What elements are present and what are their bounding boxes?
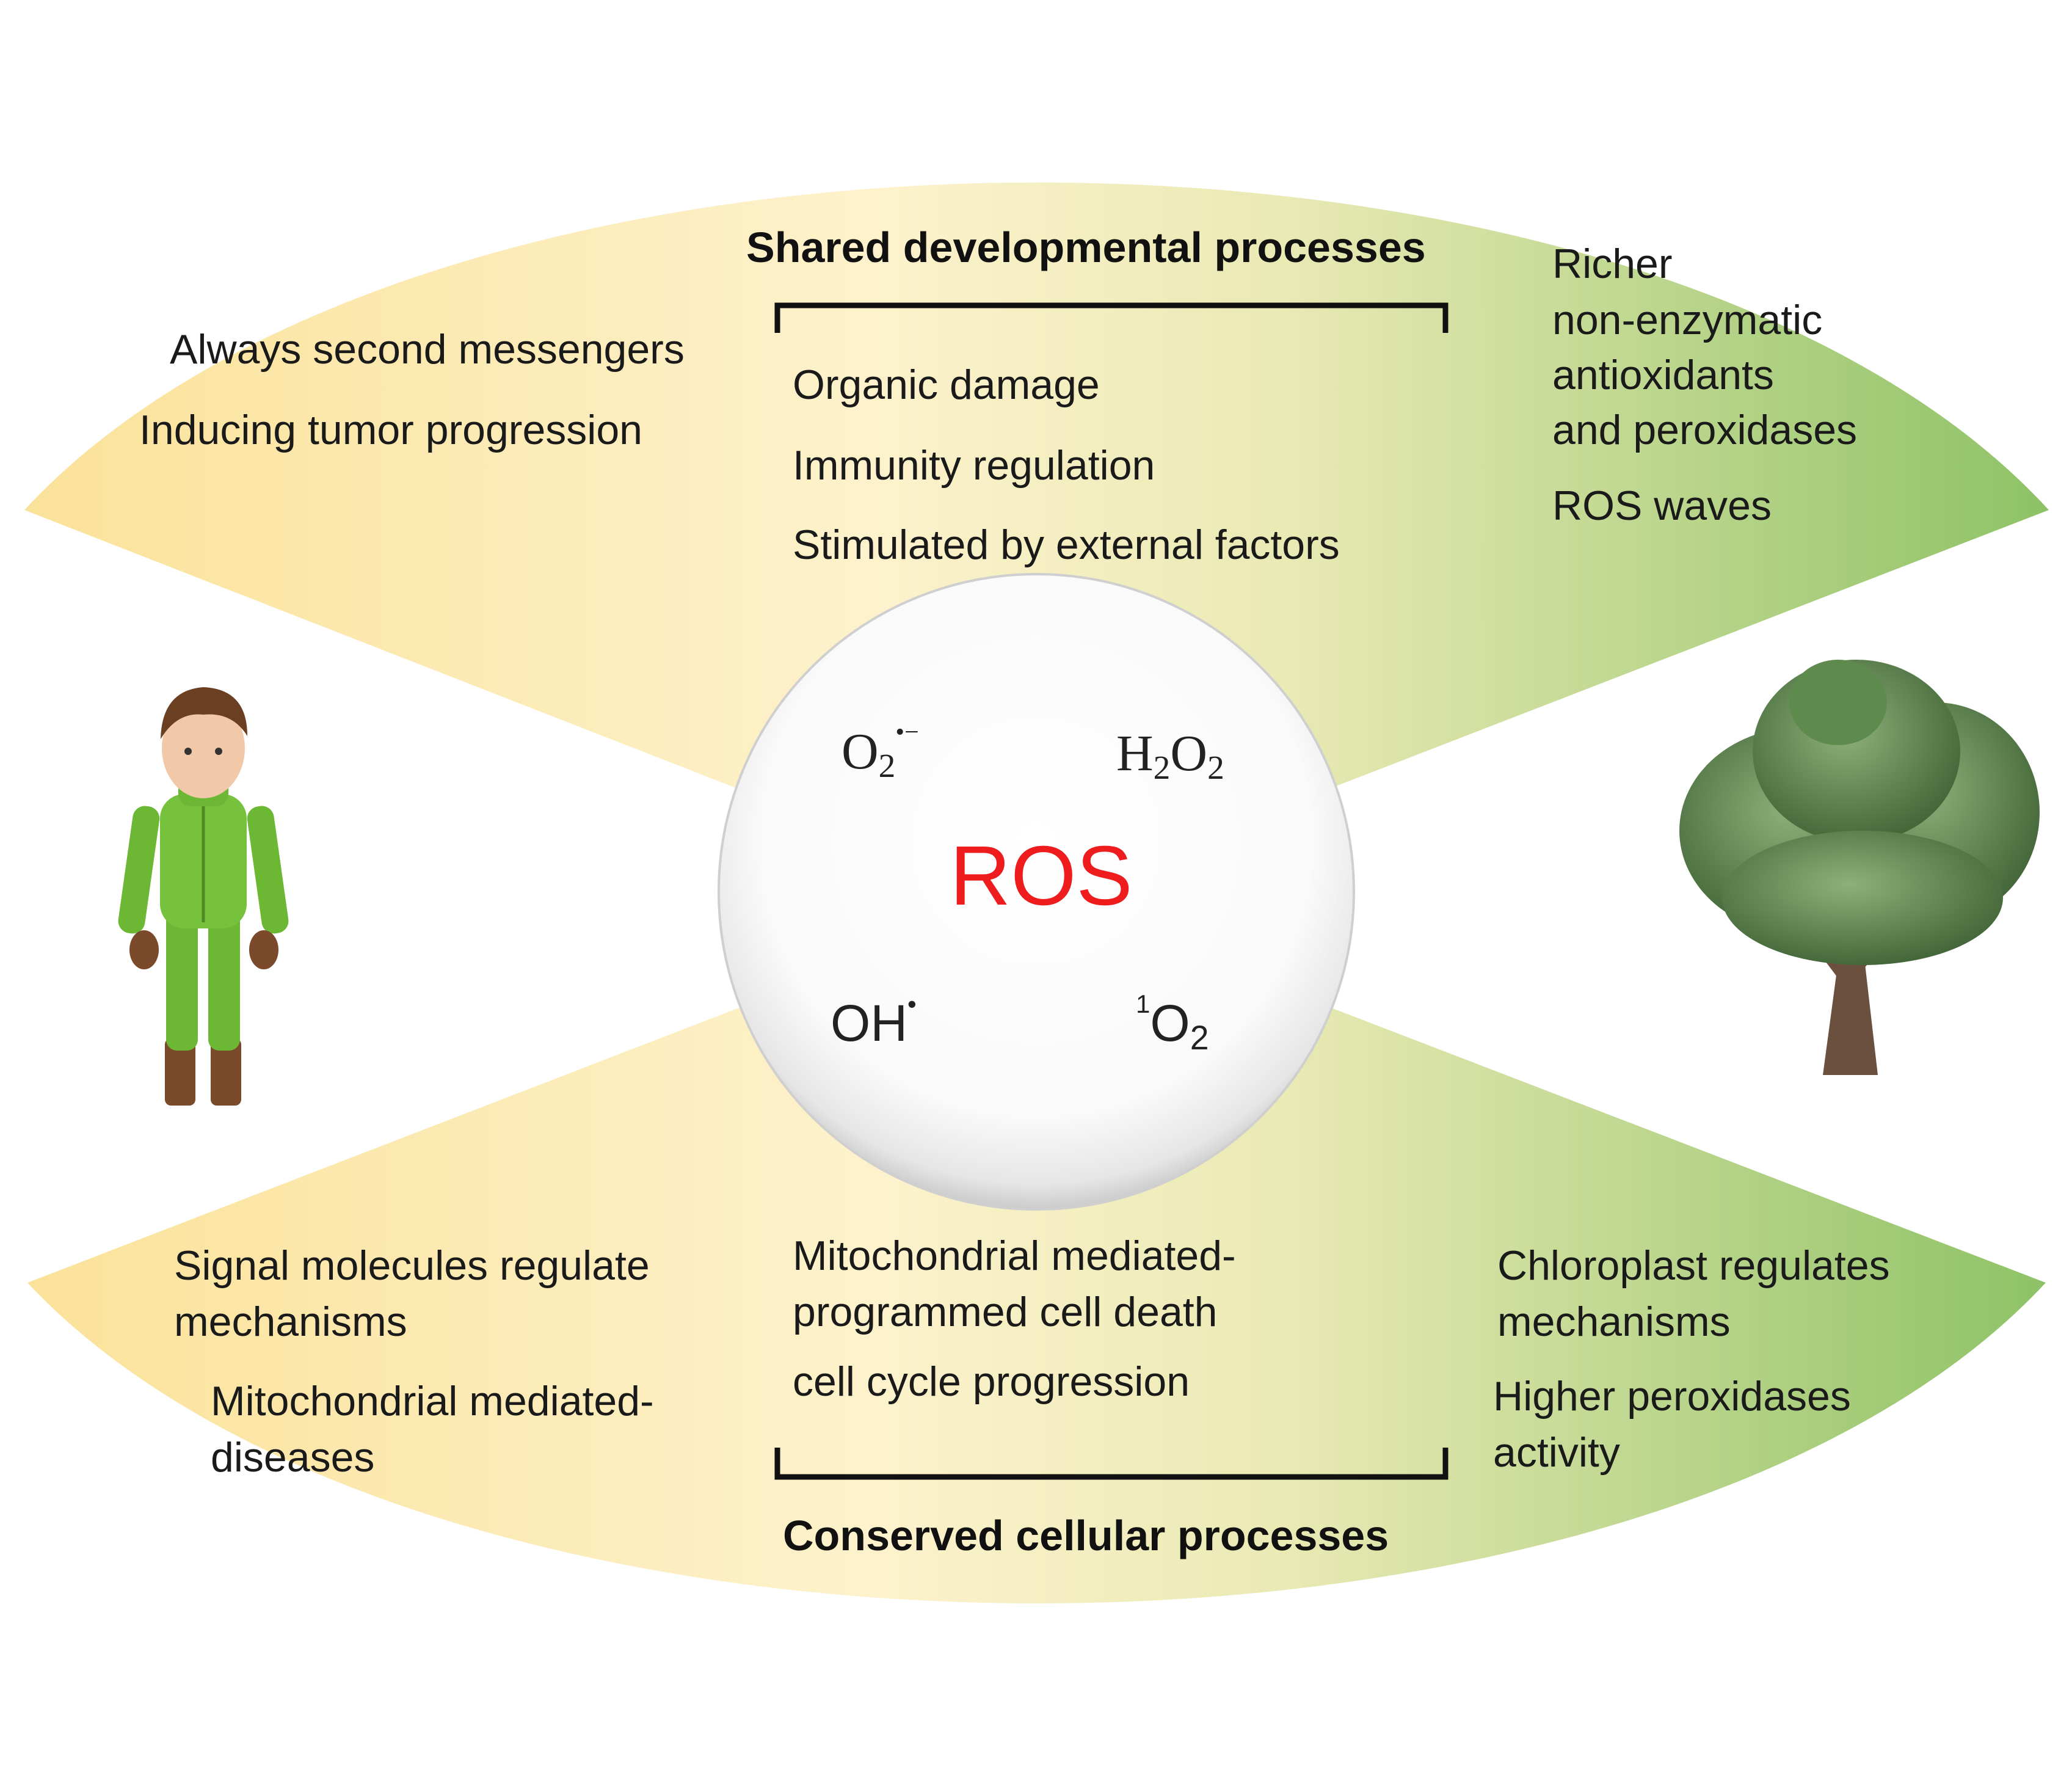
ros-sphere [718, 573, 1355, 1211]
bottom-shared-item: Mitochondrial mediated- [793, 1233, 1236, 1279]
top-human-item: Inducing tumor progression [139, 407, 643, 453]
top-shared-item: Immunity regulation [793, 442, 1155, 489]
superoxide-label: O2•− [842, 718, 919, 785]
human-figure-icon [118, 687, 289, 1106]
bottom-human-item: mechanisms [174, 1299, 407, 1345]
bottom-shared-item: programmed cell death [793, 1289, 1218, 1335]
top-region [24, 182, 2049, 788]
top-plant-item: ROS waves [1552, 483, 1772, 529]
bottom-region [27, 1008, 2046, 1603]
bottom-plant-item: Chloroplast regulates [1497, 1242, 1890, 1289]
top-plant-item: and peroxidases [1552, 407, 1858, 453]
bottom-bracket [774, 1448, 1449, 1480]
top-bracket [774, 302, 1449, 333]
bottom-human-item: Signal molecules regulate [174, 1242, 650, 1289]
hydrogen-peroxide-label: H2O2 [1116, 725, 1224, 786]
singlet-oxygen-label: 1O2 [1136, 990, 1209, 1057]
tree-icon [1679, 660, 2040, 1075]
top-plant-item: Richer [1552, 241, 1673, 287]
bottom-plant-item: activity [1493, 1429, 1620, 1476]
top-plant-item: non-enzymatic [1552, 297, 1823, 343]
hydroxyl-label: OH• [831, 990, 917, 1052]
top-plant-item: antioxidants [1552, 352, 1774, 398]
top-header: Shared developmental processes [746, 224, 1426, 271]
bottom-human-item: Mitochondrial mediated- [211, 1378, 654, 1424]
bottom-header: Conserved cellular processes [783, 1512, 1389, 1559]
bottom-human-item: diseases [211, 1434, 375, 1481]
ros-title: ROS [950, 829, 1133, 923]
top-human-item: Always second messengers [170, 326, 685, 373]
bottom-shared-item: cell cycle progression [793, 1358, 1190, 1405]
top-shared-item: Stimulated by external factors [793, 522, 1340, 568]
bottom-plant-item: mechanisms [1497, 1299, 1731, 1345]
bottom-plant-item: Higher peroxidases [1493, 1373, 1851, 1420]
top-shared-item: Organic damage [793, 362, 1100, 408]
